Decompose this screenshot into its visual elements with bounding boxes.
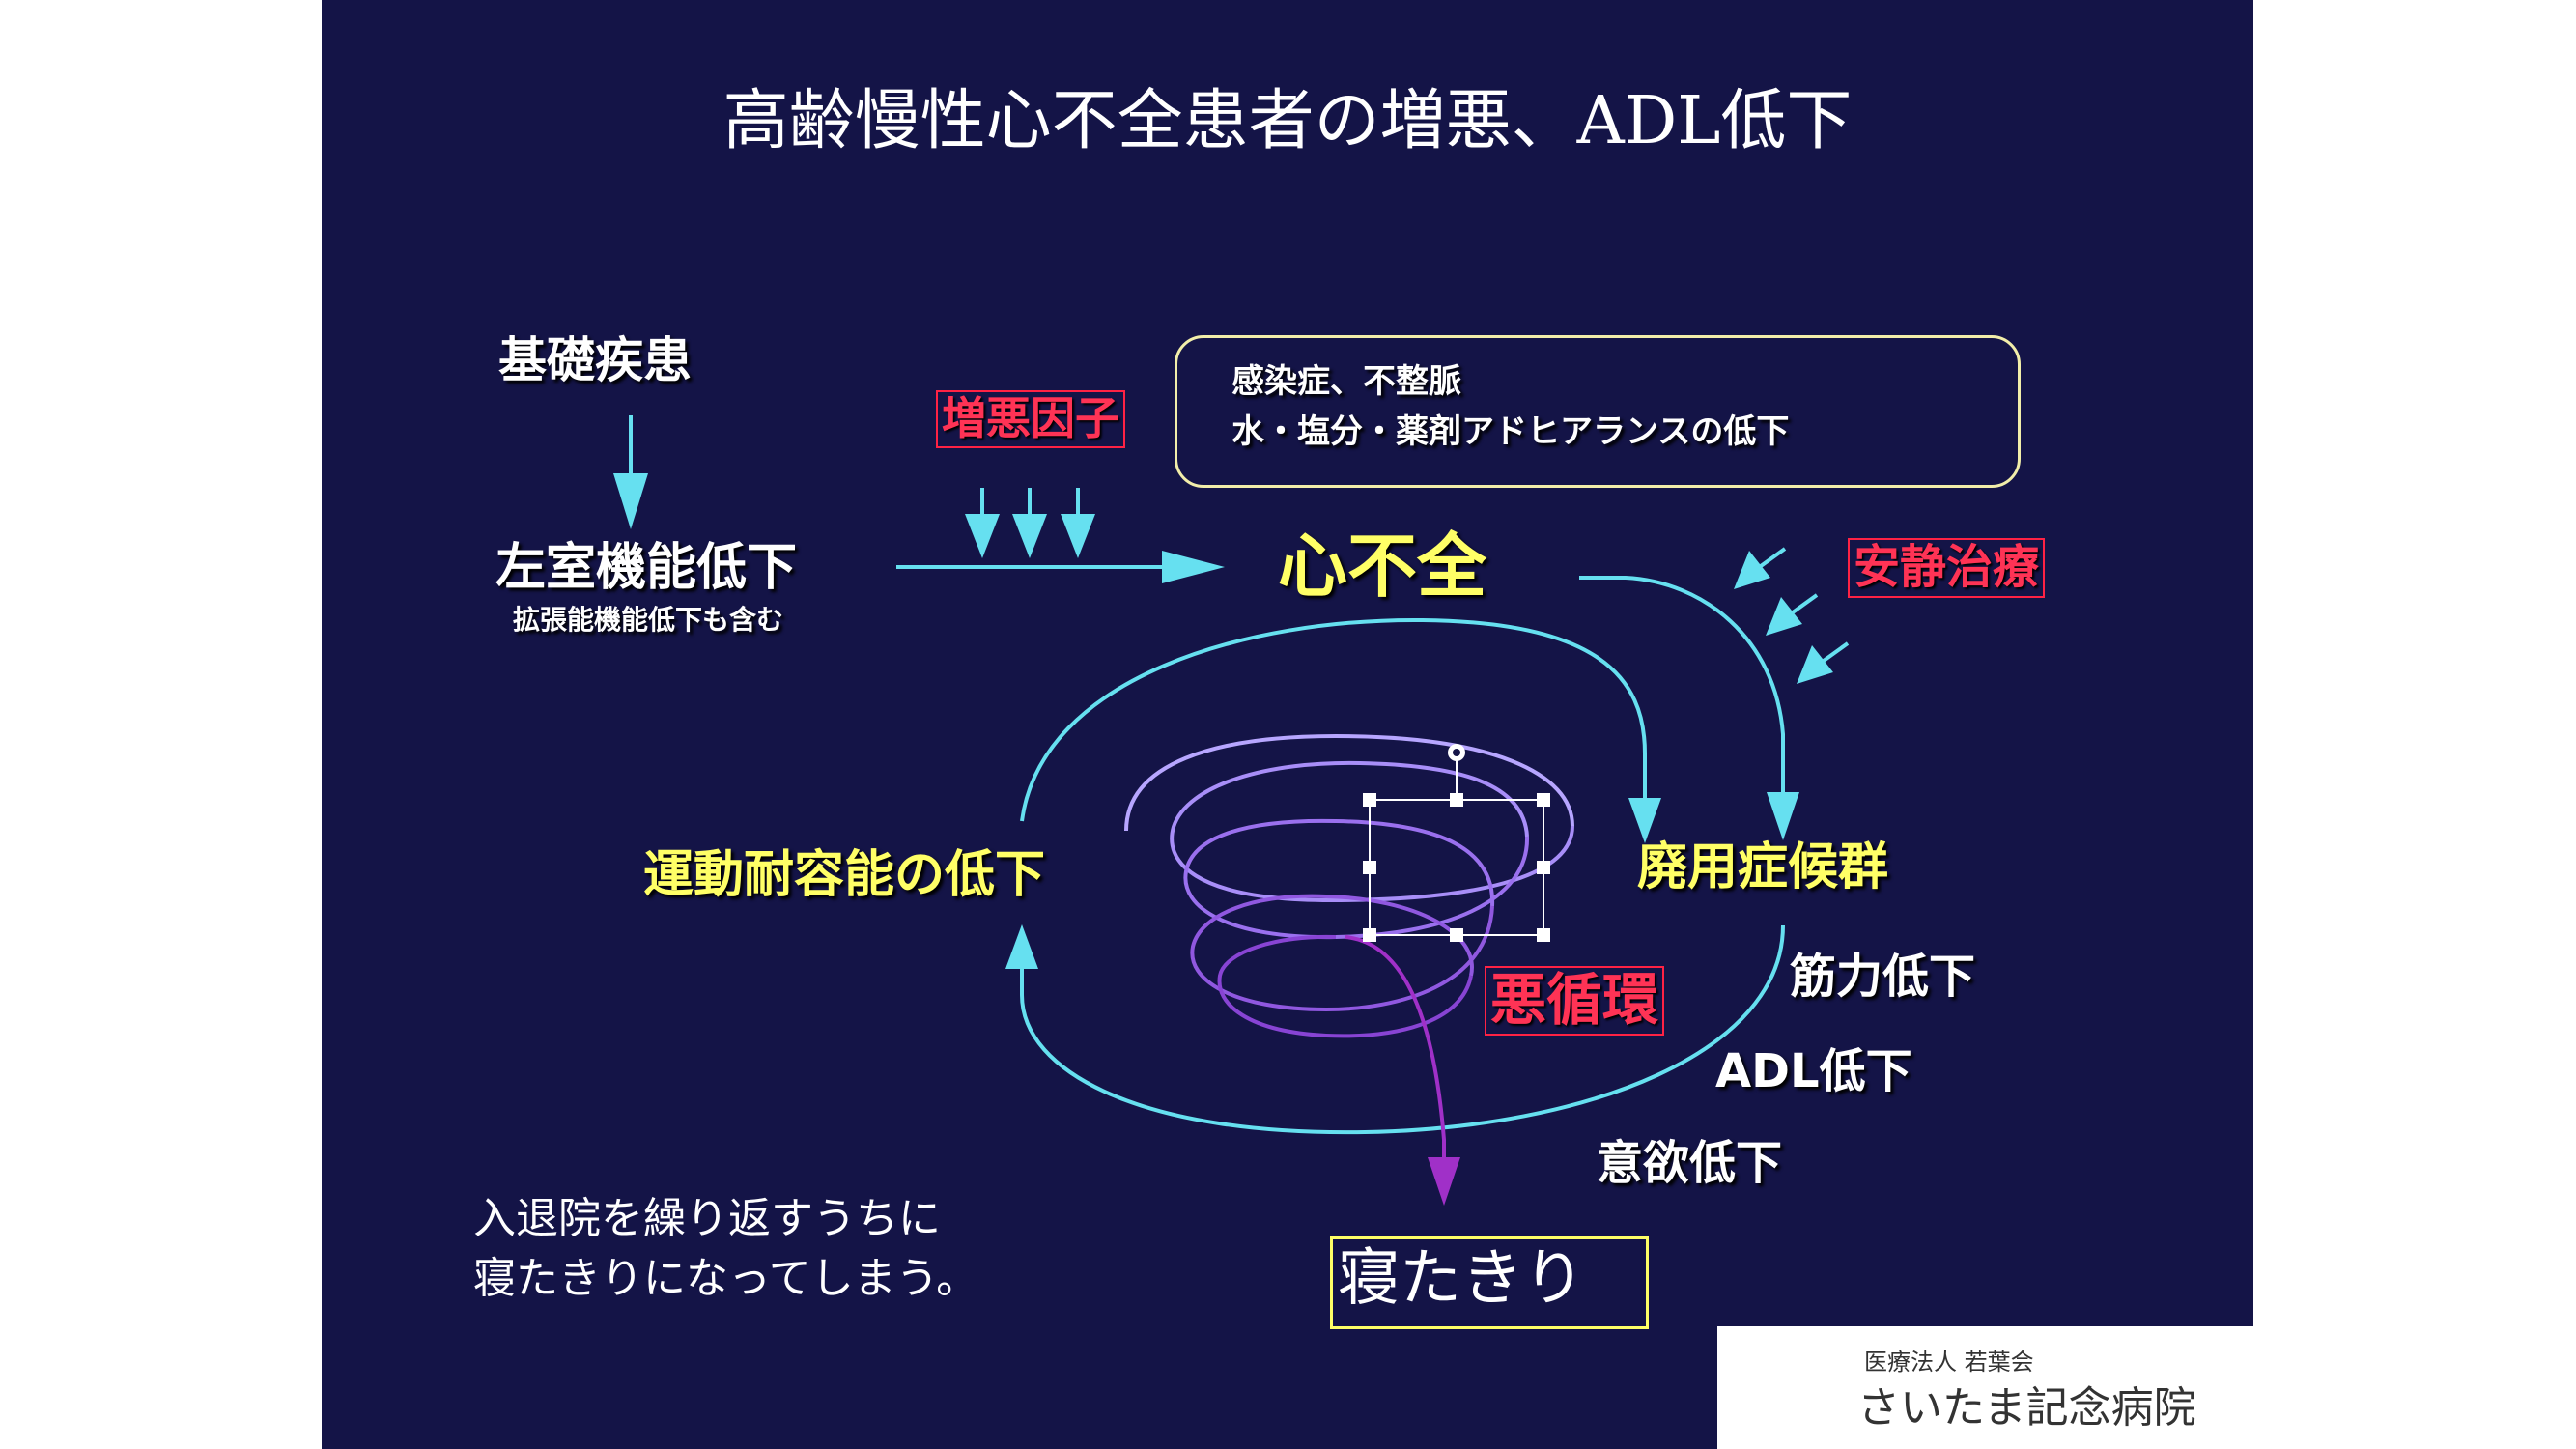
slide-title: 高齢慢性心不全患者の増悪、ADL低下 [722, 83, 1853, 159]
vicious-cycle-label: 悪循環 [1485, 966, 1665, 1036]
arrow-lv-to-hf [896, 551, 1225, 583]
cycle-outer-loop [1005, 617, 1785, 1135]
spiral [1124, 733, 1574, 1206]
rest-arrows [1734, 547, 1850, 684]
slide: 高齢慢性心不全患者の増悪、ADL低下 基礎疾患 左室機能低下 拡張能機能低下も含… [322, 0, 2253, 1449]
bedridden-box [1330, 1236, 1649, 1329]
exacerbation-factor-box [1175, 335, 2021, 488]
bedridden-label: 寝たきり [1338, 1243, 1585, 1315]
reduced-exercise-tolerance-label: 運動耐容能の低下 [643, 846, 1046, 904]
exacerbation-factor-label: 増悪因子 [936, 390, 1125, 448]
logo-org-name: 医療法人 若葉会 [1864, 1349, 2034, 1376]
note-line-1: 入退院を繰り返すうちに [473, 1194, 941, 1243]
selection-handles [1363, 744, 1550, 942]
disuse-syndrome-label: 廃用症候群 [1637, 838, 1889, 896]
logo-hospital-name: さいたま記念病院 [1857, 1383, 2196, 1433]
arrow-hf-to-disuse [1579, 576, 1799, 840]
arrow-disease-to-lv [613, 415, 648, 529]
note-line-2: 寝たきりになってしまう。 [473, 1254, 979, 1303]
underlying-disease-label: 基礎疾患 [498, 332, 692, 388]
logo-box [1717, 1326, 2253, 1449]
rest-treatment-label: 安静治療 [1848, 538, 2046, 598]
muscle-weakness-label: 筋力低下 [1790, 950, 1976, 1004]
lv-dysfunction-label: 左室機能低下 [495, 539, 798, 597]
factor-line-2: 水・塩分・薬剤アドヒアランスの低下 [1231, 412, 1790, 451]
factor-line-1: 感染症、不整脈 [1231, 362, 1461, 401]
adl-decline-label: ADL低下 [1715, 1044, 1912, 1098]
factor-arrows [965, 488, 1095, 558]
motivation-decline-label: 意欲低下 [1597, 1136, 1783, 1190]
heart-failure-label: 心不全 [1278, 526, 1487, 607]
lv-dysfunction-note: 拡張能機能低下も含む [513, 604, 784, 636]
